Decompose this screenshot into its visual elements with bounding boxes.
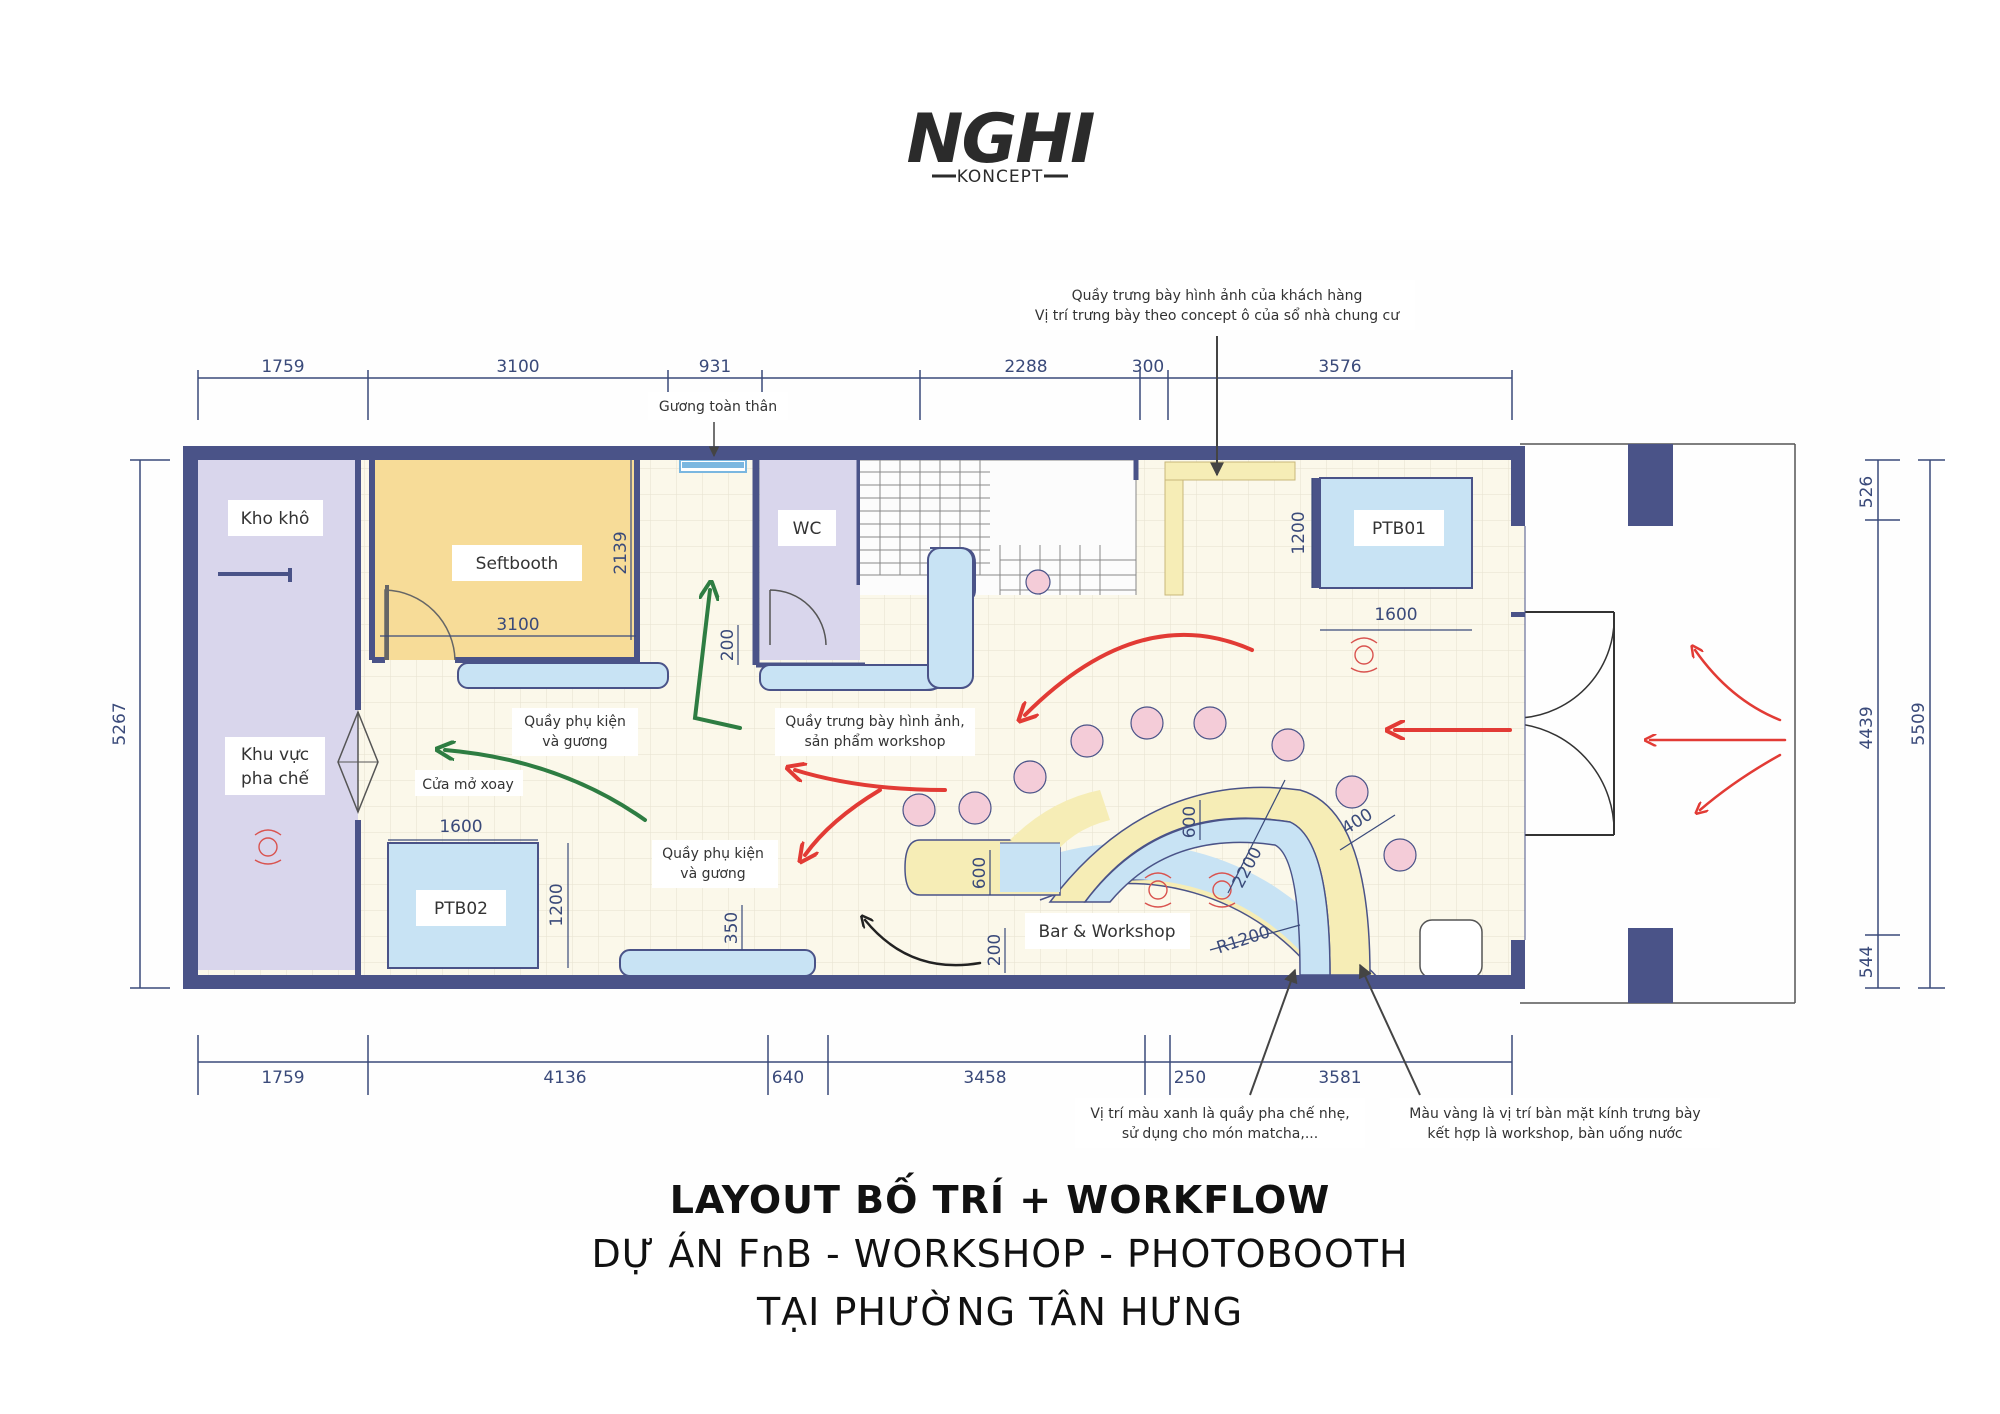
logo-main: NGHI [907,100,1095,179]
callout-bl-2: sử dụng cho món matcha,... [1122,1126,1318,1142]
pivot-door [337,709,379,815]
dim-bar-gap: 200 [985,934,1005,966]
label-khu-vuc-1: Khu vực [241,745,309,765]
dim-ptb02-h: 1200 [547,883,567,926]
logo: NGHI KONCEPT [907,100,1097,187]
label-kho-kho: Kho khô [241,509,310,529]
person-icon [254,637,1378,908]
display-window-top [1164,461,1296,481]
callout-br-1: Màu vàng là vị trí bàn mặt kính trưng bà… [1409,1106,1700,1122]
dim-top-6: 3576 [1318,357,1361,377]
note-quay-trung-bay-1: Quầy trưng bày hình ảnh, [785,714,964,730]
pillar-top [1628,444,1673,526]
wc-zone [760,460,860,660]
dim-bottom-5: 250 [1174,1068,1206,1088]
dim-ptb02-w: 1600 [439,817,482,837]
label-ptb01: PTB01 [1372,519,1426,539]
dim-top-2: 3100 [496,357,539,377]
storage-zone [198,460,358,970]
counter-seftbooth [457,662,669,689]
dim-seftbooth-w: 3100 [496,615,539,635]
dim-wc-door: 200 [718,629,738,661]
note-quay-phu-kien-a1: Quầy phụ kiện [524,714,626,730]
pillar-bottom [1628,928,1673,1003]
flow-arrows-green [445,590,742,822]
dim-bottom-2: 4136 [543,1068,586,1088]
dim-top-1: 1759 [261,357,304,377]
note-quay-phu-kien-a2: và gương [542,734,607,750]
dim-bottom-1: 1759 [261,1068,304,1088]
door-swing-bottom [1519,723,1615,836]
dim-shelf: 350 [722,912,742,944]
callout-br-2: kết hợp là workshop, bàn uống nước [1427,1125,1682,1142]
room-labels: Kho khô Seftbooth WC PTB01 PTB02 Khu vực… [225,500,1444,949]
annotations: Gương toàn thân Cửa mở xoay Quầy phụ kiệ… [415,392,975,888]
logo-sub: KONCEPT [957,167,1044,187]
dim-right-outer: 5509 [1909,702,1929,745]
title-line-2: DỰ ÁN FnB - WORKSHOP - PHOTOBOOTH [591,1232,1409,1276]
note-quay-phu-kien-b2: và gương [680,866,745,882]
label-ptb02: PTB02 [434,899,488,919]
dim-bottom-6: 3581 [1318,1068,1361,1088]
callout-top-1: Quầy trưng bày hình ảnh của khách hàng [1072,288,1363,304]
dimension-lines [130,370,1945,1095]
note-cua-mo-xoay: Cửa mở xoay [422,777,514,793]
dim-right-2: 4439 [1857,706,1877,749]
callout-top-2: Vị trí trưng bày theo concept ô của sổ n… [1035,307,1400,324]
dim-bottom-3: 640 [772,1068,804,1088]
display-window-side [1164,479,1184,596]
label-wc: WC [793,519,822,539]
callouts: Quầy trưng bày hình ảnh của khách hàng V… [1020,280,1720,1148]
callout-bl-1: Vị trí màu xanh là quầy pha chế nhẹ, [1090,1105,1349,1122]
dim-right-1: 526 [1857,476,1877,508]
label-seftbooth: Seftbooth [476,554,559,574]
bottom-counter [619,949,816,977]
note-guong-toan-than: Gương toàn thân [659,399,777,415]
full-mirror [682,462,744,468]
dim-bar-depth-b: 600 [1180,806,1200,838]
flow-arrow-black [865,920,982,967]
title-line-1: LAYOUT BỐ TRÍ + WORKFLOW [669,1178,1331,1222]
outer-walls [183,446,1525,989]
dim-ptb01-h: 1200 [1289,511,1309,554]
counter-wc [759,664,941,691]
entrance-area [1519,443,1796,1004]
dim-bottom-4: 3458 [963,1068,1006,1088]
dim-top-5: 300 [1132,357,1164,377]
dim-right-3: 544 [1857,946,1877,978]
title-line-3: TẠI PHƯỜNG TÂN HƯNG [756,1290,1244,1334]
note-quay-phu-kien-b1: Quầy phụ kiện [662,846,764,862]
dim-top-4: 2288 [1004,357,1047,377]
label-bar-workshop: Bar & Workshop [1038,922,1175,942]
corner-stool [1419,919,1483,979]
internal-dim-lines [380,460,1472,973]
stools [902,569,1417,872]
dim-left: 5267 [110,702,130,745]
label-khu-vuc-2: pha chế [241,768,310,789]
dim-seftbooth-h: 2139 [611,531,631,574]
seftbooth-door [384,589,456,661]
wc-door [769,589,827,646]
note-quay-trung-bay-2: sản phẩm workshop [804,733,945,750]
staircase [860,459,1139,595]
dim-ptb01-w: 1600 [1374,605,1417,625]
flow-arrows-red [795,632,1787,855]
dim-bar-depth-a: 600 [970,857,990,889]
dim-top-3: 931 [699,357,731,377]
